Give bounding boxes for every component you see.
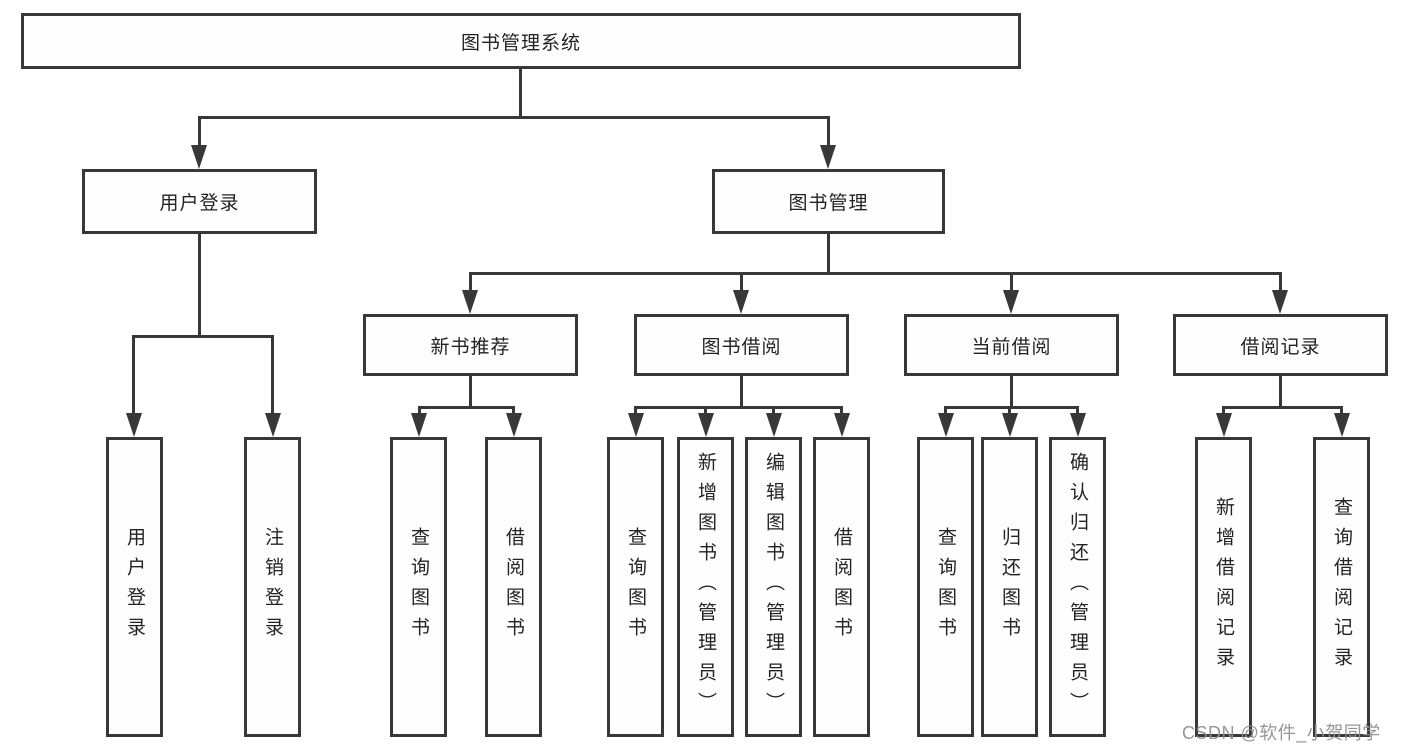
arrow-to-current-borrow [1003, 290, 1019, 314]
connector-mgmt-drop-2 [740, 272, 743, 294]
connector-groupB-drop-2 [704, 406, 707, 418]
connector-groupA-drop-1 [418, 406, 421, 418]
arrow-to-return-book [1002, 413, 1018, 437]
arrow-to-leaf-user-login [126, 413, 142, 437]
connector-login-stem [198, 234, 201, 338]
connector-groupD-stem [1279, 376, 1282, 409]
arrow-to-query-books-2 [628, 413, 644, 437]
connector-groupC-drop-2 [1008, 406, 1011, 418]
leaf-query-books-2: 查询图书 [607, 437, 664, 737]
connector-root-drop-left [198, 116, 201, 150]
connector-groupB-bar [634, 406, 843, 409]
leaf-query-books-3: 查询图书 [917, 437, 974, 737]
arrow-to-query-books-1 [411, 413, 427, 437]
leaf-query-books-1: 查询图书 [390, 437, 447, 737]
csdn-watermark: CSDN @软件_小贺同学 [1182, 723, 1381, 743]
connector-groupA-stem [469, 376, 472, 409]
connector-root-drop-right [827, 116, 830, 150]
connector-login-bar [132, 335, 274, 338]
connector-mgmt-drop-1 [469, 272, 472, 294]
connector-mgmt-drop-4 [1279, 272, 1282, 294]
connector-mgmt-bar [469, 272, 1282, 275]
connector-groupA-drop-2 [512, 406, 515, 418]
connector-mgmt-stem [827, 234, 830, 275]
connector-groupC-drop-1 [944, 406, 947, 418]
leaf-edit-book-admin: 编辑图书（管理员） [745, 437, 802, 737]
arrow-to-edit-book-admin [766, 413, 782, 437]
arrow-to-leaf-logout [265, 413, 281, 437]
connector-groupB-drop-4 [840, 406, 843, 418]
arrow-to-borrow-records [1272, 290, 1288, 314]
arrow-to-new-book-recommend [462, 290, 478, 314]
arrow-to-book-borrow [733, 290, 749, 314]
connector-login-drop-1 [132, 335, 135, 417]
connector-login-drop-2 [271, 335, 274, 417]
connector-groupD-drop-2 [1340, 406, 1343, 418]
arrow-to-add-book-admin [698, 413, 714, 437]
connector-root-stem [519, 69, 522, 119]
leaf-borrow-books-2: 借阅图书 [813, 437, 870, 737]
connector-groupD-bar [1222, 406, 1343, 409]
arrow-to-query-borrow-record [1334, 413, 1350, 437]
node-new-book-recommend: 新书推荐 [363, 314, 578, 376]
node-library-management-system: 图书管理系统 [21, 13, 1021, 69]
connector-groupC-stem [1010, 376, 1013, 409]
leaf-borrow-books-1: 借阅图书 [485, 437, 542, 737]
node-book-borrow: 图书借阅 [634, 314, 849, 376]
node-book-management: 图书管理 [712, 169, 945, 234]
arrow-to-user-login [191, 145, 207, 169]
leaf-add-book-admin: 新增图书（管理员） [677, 437, 734, 737]
connector-groupD-drop-1 [1222, 406, 1225, 418]
arrow-to-confirm-return-admin [1070, 413, 1086, 437]
connector-groupA-bar [418, 406, 515, 409]
leaf-confirm-return-admin: 确认归还（管理员） [1049, 437, 1106, 737]
node-user-login: 用户登录 [82, 169, 317, 234]
node-borrow-records: 借阅记录 [1173, 314, 1388, 376]
arrow-to-borrow-books-2 [834, 413, 850, 437]
arrow-to-query-books-3 [938, 413, 954, 437]
arrow-to-borrow-books-1 [506, 413, 522, 437]
leaf-user-login: 用户登录 [106, 437, 163, 737]
node-current-borrow: 当前借阅 [904, 314, 1119, 376]
arrow-to-book-management [820, 145, 836, 169]
leaf-logout: 注销登录 [244, 437, 301, 737]
arrow-to-add-borrow-record [1216, 413, 1232, 437]
leaf-query-borrow-record: 查询借阅记录 [1313, 437, 1370, 737]
leaf-add-borrow-record: 新增借阅记录 [1195, 437, 1252, 737]
connector-groupC-drop-3 [1076, 406, 1079, 418]
connector-mgmt-drop-3 [1010, 272, 1013, 294]
leaf-return-book: 归还图书 [981, 437, 1038, 737]
connector-groupB-stem [740, 376, 743, 409]
connector-groupC-bar [944, 406, 1079, 409]
connector-groupB-drop-3 [772, 406, 775, 418]
connector-root-bar [198, 116, 830, 119]
connector-groupB-drop-1 [634, 406, 637, 418]
